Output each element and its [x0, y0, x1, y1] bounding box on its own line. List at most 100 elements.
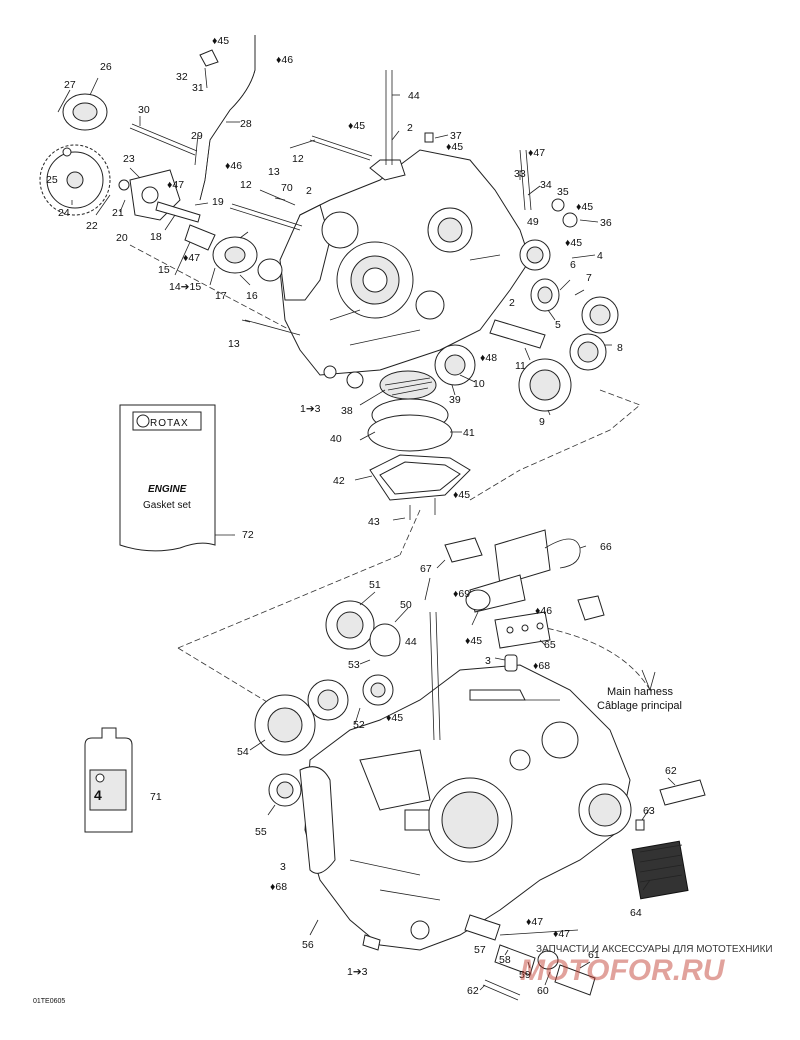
harness-note: Main harness Câblage principal	[597, 686, 682, 712]
gasket-set-box: ROTAX ENGINE Gasket set	[119, 404, 232, 552]
gasket-box-title: ENGINE	[148, 484, 187, 495]
label-27: 27	[64, 79, 76, 91]
label-2-c: 2	[509, 297, 515, 309]
label-34: 34	[540, 179, 552, 191]
drop-47-c: ♦47	[183, 252, 200, 264]
label-44-lower: 44	[405, 636, 417, 648]
label-37: 37	[450, 130, 462, 142]
left-parts-group	[39, 35, 373, 336]
drop-46-b: ♦46	[225, 160, 242, 172]
part-labels: 27 26 30 28 29 32 31 25 23 19 24 22 21 2…	[46, 61, 677, 997]
label-21: 21	[112, 207, 124, 219]
label-29: 29	[191, 130, 203, 142]
lower-crankcase	[299, 664, 632, 951]
label-4: 4	[597, 250, 603, 262]
gasket-box-brand: ROTAX	[150, 418, 189, 429]
label-19: 19	[212, 196, 224, 208]
label-11: 11	[515, 360, 526, 372]
label-58: 58	[499, 954, 511, 966]
label-71: 71	[150, 791, 162, 803]
label-32: 32	[176, 71, 188, 83]
label-52: 52	[353, 719, 365, 731]
leader-lines	[57, 67, 676, 991]
label-62-upper: 62	[665, 765, 677, 777]
drop-45-d: ♦45	[576, 201, 593, 213]
label-55: 55	[255, 826, 267, 838]
label-39: 39	[449, 394, 461, 406]
upper-crankcase	[279, 149, 531, 389]
drop-45-e: ♦45	[565, 237, 582, 249]
gasket-box-subtitle: Gasket set	[143, 500, 191, 511]
cover-assembly	[367, 370, 471, 520]
label-25: 25	[46, 174, 58, 186]
label-20: 20	[116, 232, 128, 244]
label-72: 72	[242, 529, 254, 541]
watermark-tagline: ЗАПЧАСТИ И АКСЕССУАРЫ ДЛЯ МОТОТЕХНИКИ	[536, 944, 773, 955]
label-9: 9	[539, 416, 545, 428]
label-51: 51	[369, 579, 381, 591]
label-65: 65	[544, 639, 556, 651]
lower-bearings	[254, 600, 518, 807]
label-67: 67	[420, 563, 432, 575]
label-57: 57	[474, 944, 486, 956]
drop-47-a: ♦47	[528, 147, 545, 159]
drop-48: ♦48	[480, 352, 497, 364]
drop-68-a: ♦68	[533, 660, 550, 672]
label-59: 59	[519, 969, 531, 981]
drop-47-e: ♦47	[553, 928, 570, 940]
harness-note-en: Main harness	[607, 686, 674, 698]
label-60: 60	[537, 985, 549, 997]
drop-69: ♦69	[453, 588, 470, 600]
label-42: 42	[333, 475, 345, 487]
label-15: 15	[158, 264, 170, 276]
drop-47-b: ♦47	[167, 179, 184, 191]
drop-45-b: ♦45	[348, 120, 365, 132]
label-14: 14➔15	[169, 281, 201, 293]
drop-46-a: ♦46	[276, 54, 293, 66]
label-10: 10	[473, 378, 485, 390]
label-26: 26	[100, 61, 112, 73]
label-12-upper: 12	[292, 153, 304, 165]
label-62-lower: 62	[467, 985, 479, 997]
label-30: 30	[138, 104, 150, 116]
label-64: 64	[630, 907, 642, 919]
label-44-upper: 44	[408, 90, 420, 102]
drop-47-d: ♦47	[526, 916, 543, 928]
label-17: 17	[215, 290, 227, 302]
label-33: 33	[514, 168, 526, 180]
drop-45-g: ♦45	[465, 635, 482, 647]
label-18: 18	[150, 231, 162, 243]
bottom-right-parts	[362, 779, 706, 1001]
label-22: 22	[86, 220, 98, 232]
label-66: 66	[600, 541, 612, 553]
label-3-lower: 3	[280, 861, 286, 873]
label-5: 5	[555, 319, 561, 331]
label-13-upper: 13	[268, 166, 280, 178]
label-13-lower: 13	[228, 338, 240, 350]
label-2-a: 2	[306, 185, 312, 197]
label-1-upper: 1➔3	[300, 403, 321, 415]
label-24: 24	[58, 207, 70, 219]
label-12-lower: 12	[240, 179, 252, 191]
label-53: 53	[348, 659, 360, 671]
lubricant-labels: ♦45 ♦46 ♦45 ♦47 ♦45 ♦46 ♦47 ♦47 ♦45 ♦45 …	[167, 35, 593, 940]
label-40: 40	[330, 433, 342, 445]
drop-46-c: ♦46	[535, 605, 552, 617]
oil-bottle: 4	[84, 727, 133, 833]
label-23: 23	[123, 153, 135, 165]
alignment-lines	[129, 244, 656, 726]
drop-45-c: ♦45	[446, 141, 463, 153]
drop-68-b: ♦68	[270, 881, 287, 893]
label-49: 49	[527, 216, 539, 228]
harness-note-fr: Câblage principal	[597, 700, 682, 712]
label-43: 43	[368, 516, 380, 528]
label-3-upper: 3	[485, 655, 491, 667]
label-31: 31	[192, 82, 204, 94]
label-2-b: 2	[407, 122, 413, 134]
watermark-brand: MOTOFOR.RU	[520, 954, 726, 987]
right-parts-group	[385, 70, 619, 412]
drop-45-h: ♦45	[386, 712, 403, 724]
sensor-assembly	[444, 529, 605, 649]
